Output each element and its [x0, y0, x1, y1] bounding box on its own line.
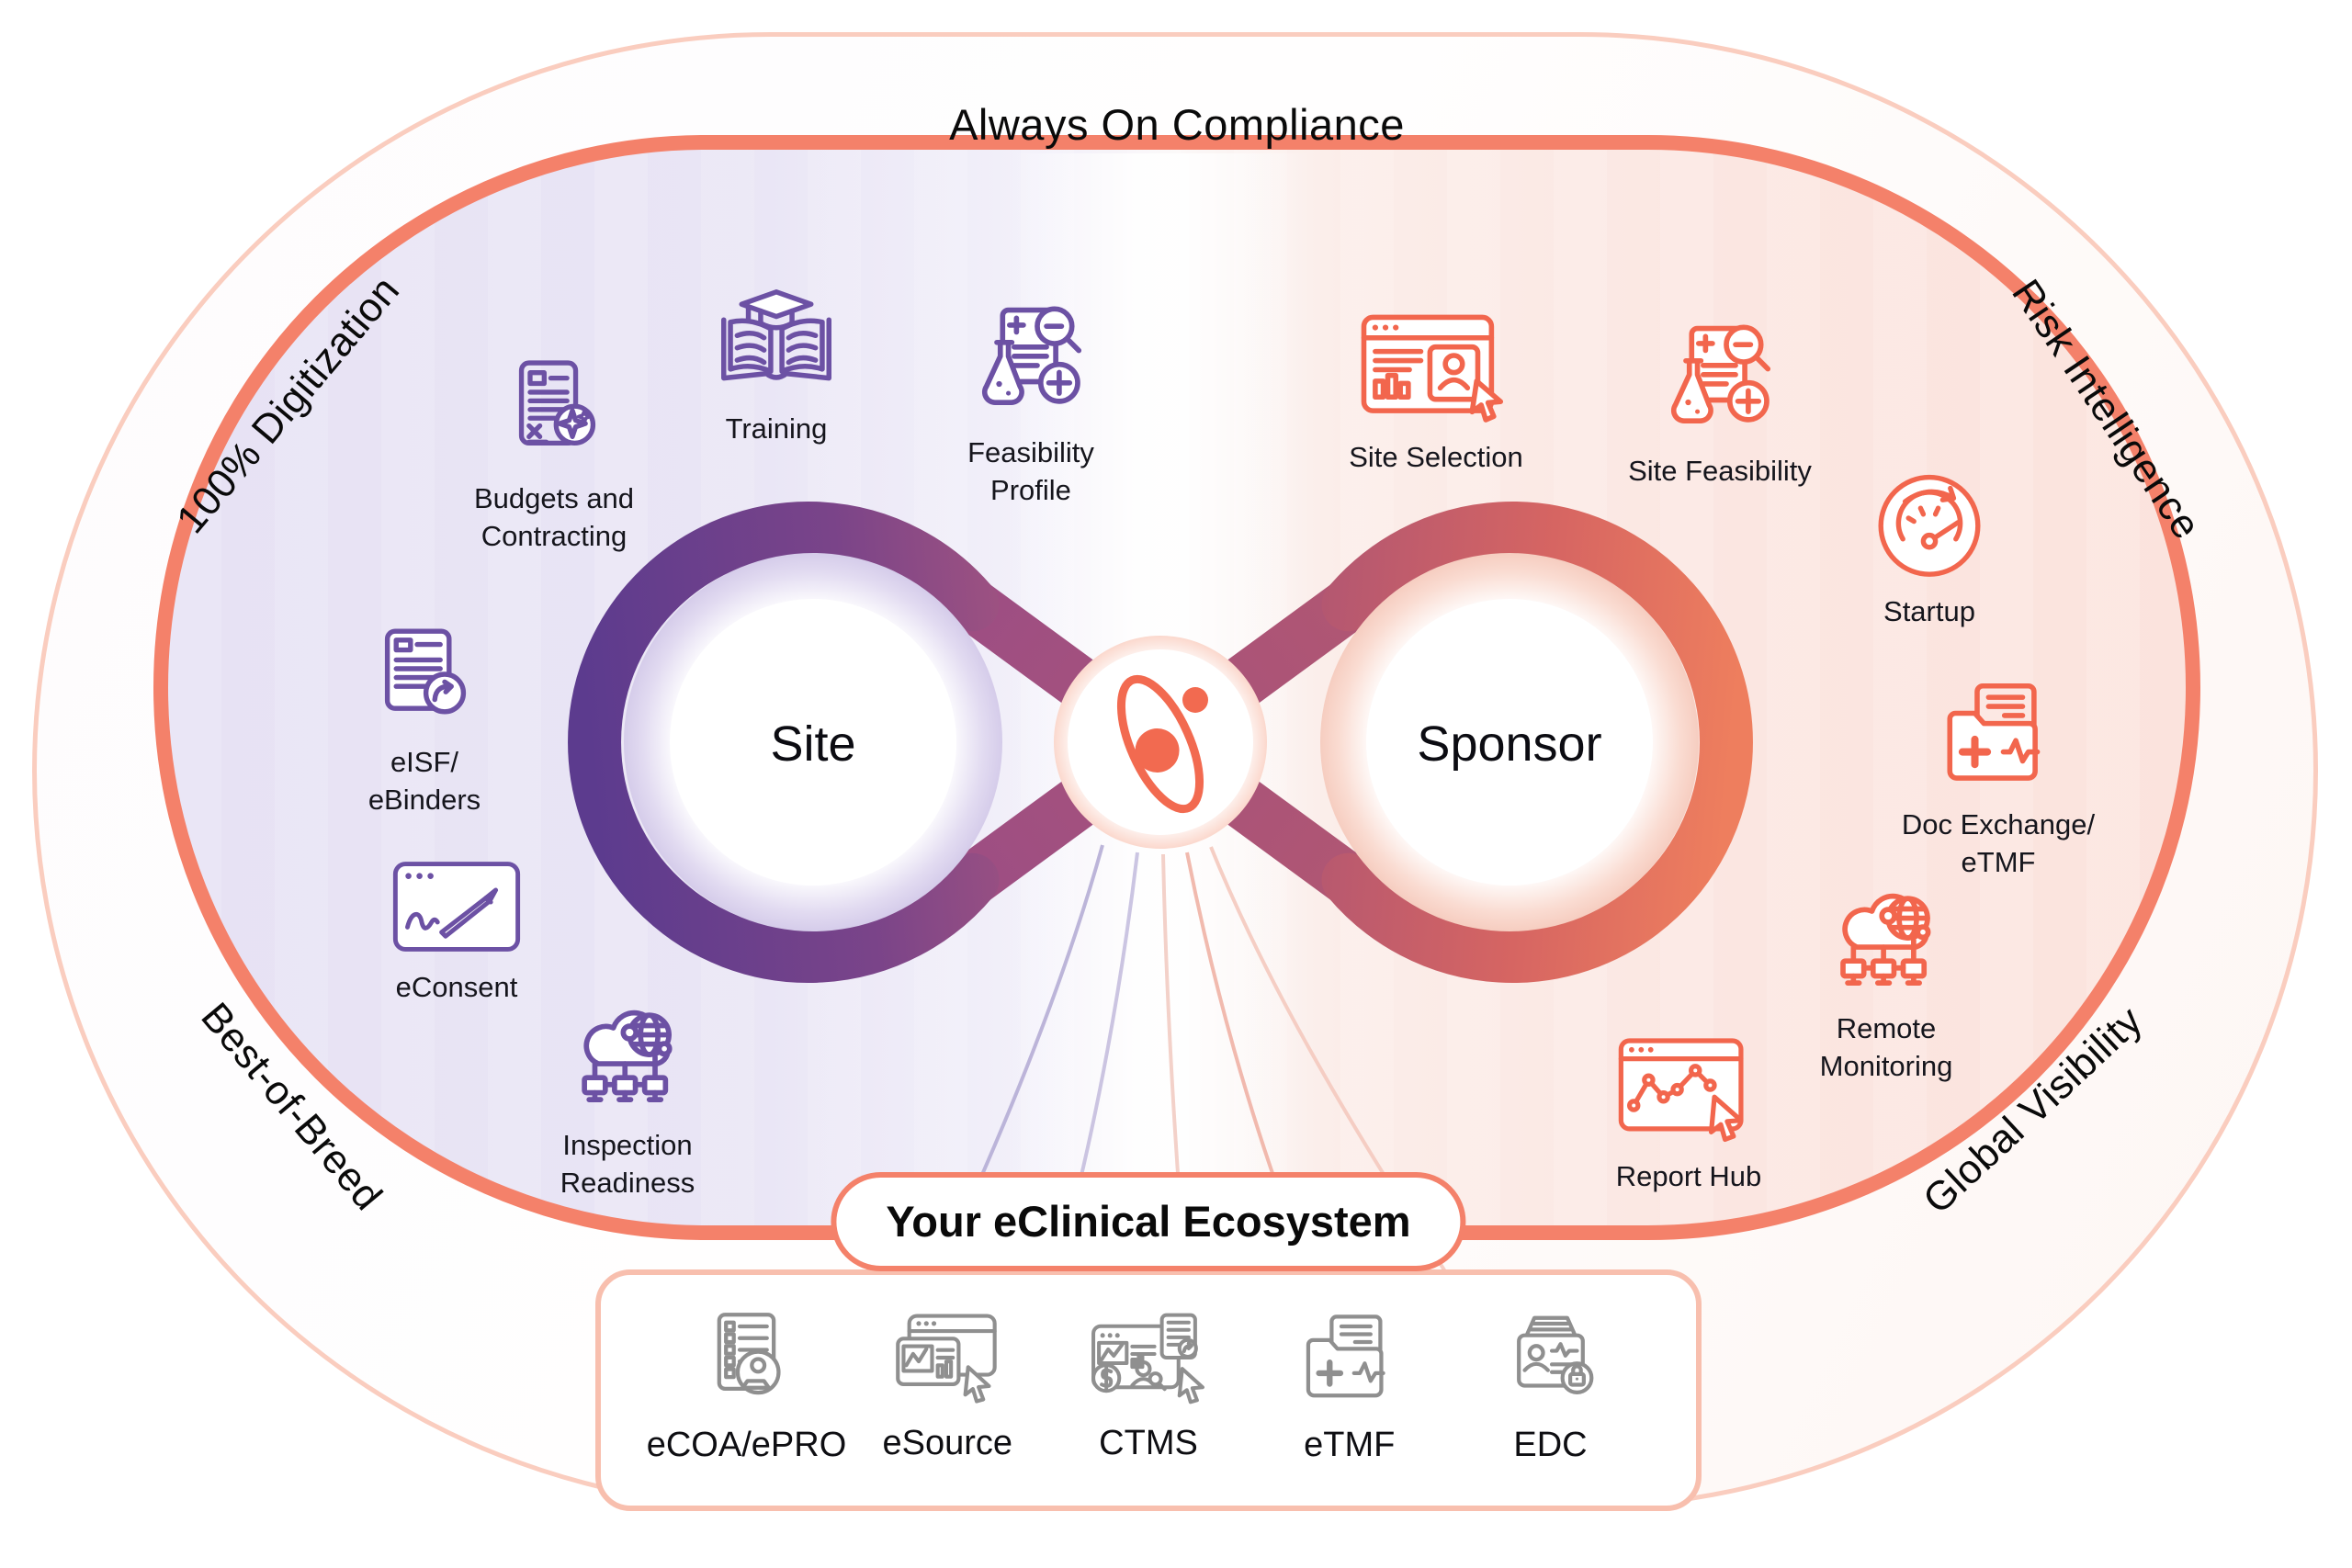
flask-magnifier-icon — [981, 306, 1081, 405]
ecosystem-item-esource: eSource — [854, 1310, 1042, 1463]
dashboard-money-person-icon — [1091, 1313, 1204, 1404]
item-label: Remote Monitoring — [1819, 1012, 1953, 1082]
item-label: Site Selection — [1349, 441, 1523, 473]
ecosystem-item-label: eSource — [882, 1424, 1013, 1462]
sponsor-item-remote-monitoring: Remote Monitoring — [1819, 880, 1953, 1086]
cloud-network-icon — [582, 1010, 673, 1102]
ecosystem-items-row: eCOA/ePRO eSource — [601, 1275, 1696, 1465]
item-label: Training — [725, 412, 828, 445]
item-label: Report Hub — [1615, 1160, 1762, 1192]
item-label: Startup — [1883, 595, 1975, 627]
document-refresh-icon — [385, 628, 467, 715]
sponsor-label: Sponsor — [1417, 716, 1602, 772]
training-book-icon — [721, 289, 831, 381]
ecosystem-item-ctms: CTMS — [1055, 1310, 1243, 1463]
medical-folder-icon — [1306, 1314, 1385, 1398]
item-label: eISF/ eBinders — [368, 746, 481, 816]
site-item-inspection-readiness: Inspection Readiness — [560, 997, 695, 1202]
ecosystem-item-etmf: eTMF — [1255, 1310, 1443, 1465]
sponsor-item-site-feasibility: Site Feasibility — [1628, 317, 1812, 491]
site-circle — [670, 599, 956, 886]
medical-folder-icon — [1947, 682, 2041, 781]
gauge-icon — [1878, 474, 1981, 577]
site-item-training: Training — [715, 288, 838, 448]
item-label: Budgets and Contracting — [473, 482, 635, 552]
ecosystem-title-pill: Your eClinical Ecosystem — [831, 1172, 1466, 1271]
item-label: Doc Exchange/ eTMF — [1901, 808, 2096, 878]
records-lock-icon — [1516, 1315, 1593, 1395]
sponsor-item-report-hub: Report Hub — [1615, 1033, 1762, 1196]
sponsor-circle — [1366, 599, 1653, 886]
browser-chart-cursor-icon — [896, 1314, 997, 1404]
ecosystem-item-ecoa-epro: eCOA/ePRO — [647, 1310, 846, 1465]
item-label: Feasibility Profile — [967, 436, 1094, 506]
site-item-eisf-ebinders: eISF/ eBinders — [368, 625, 481, 819]
ecosystem-item-edc: EDC — [1456, 1310, 1645, 1465]
sponsor-item-startup: Startup — [1874, 468, 1984, 631]
site-item-econsent: eConsent — [391, 859, 522, 1007]
ecosystem-item-label: eCOA/ePRO — [646, 1426, 847, 1464]
sponsor-item-site-selection: Site Selection — [1349, 310, 1523, 477]
center-logo — [1054, 636, 1267, 849]
cloud-network-icon — [1840, 893, 1931, 986]
ecosystem-item-label: eTMF — [1304, 1426, 1396, 1464]
site-label: Site — [770, 716, 856, 772]
item-label: Inspection Readiness — [560, 1129, 695, 1199]
label-always-on-compliance: Always On Compliance — [949, 100, 1405, 149]
signature-window-icon — [392, 862, 521, 952]
chart-cursor-window-icon — [1619, 1038, 1744, 1143]
ecosystem-item-label: EDC — [1513, 1426, 1588, 1464]
item-label: eConsent — [395, 971, 518, 1003]
browser-person-cursor-icon — [1361, 314, 1503, 423]
site-item-budgets-contracting: Budgets and Contracting — [474, 355, 634, 556]
orbit-planet-icon — [1116, 674, 1208, 814]
sponsor-item-doc-exchange-etmf: Doc Exchange/ eTMF — [1902, 678, 2095, 882]
document-sparkle-icon — [518, 360, 596, 446]
flask-magnifier-icon — [1670, 324, 1770, 423]
ecosystem-item-label: CTMS — [1099, 1424, 1198, 1462]
item-label: Site Feasibility — [1628, 455, 1812, 487]
eclinical-ecosystem-panel: Your eClinical Ecosystem eCOA/ePRO — [595, 1172, 1702, 1511]
checklist-person-icon — [717, 1313, 781, 1395]
site-item-feasibility-profile: Feasibility Profile — [967, 299, 1094, 510]
